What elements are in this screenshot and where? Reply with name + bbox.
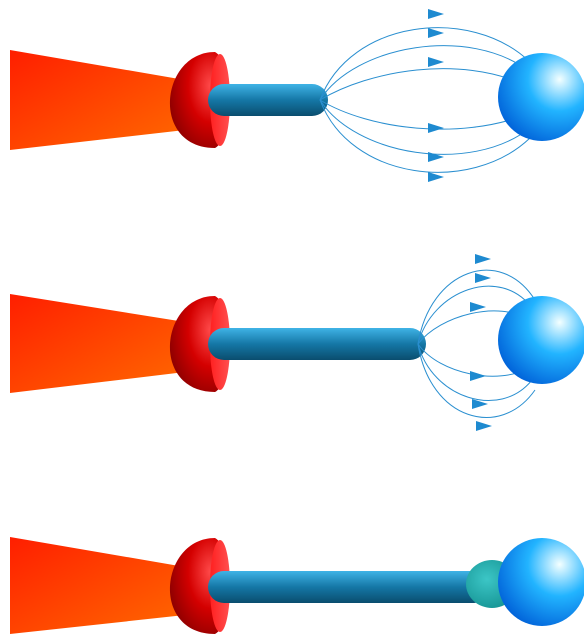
probe-stalk [208,328,426,360]
field-arrows [428,9,444,182]
probe-stalk [208,571,490,603]
target-sphere [498,538,584,626]
probe-stalk [208,84,328,116]
panel-far [10,9,584,182]
probe-cone [10,294,185,393]
panel-near [10,254,584,431]
probe-cone [10,50,185,150]
panel-contact [10,537,584,634]
target-sphere [498,296,584,384]
probe-cone [10,537,185,634]
target-sphere [498,53,584,141]
field-lines [319,27,531,173]
field-arrows [470,254,492,431]
